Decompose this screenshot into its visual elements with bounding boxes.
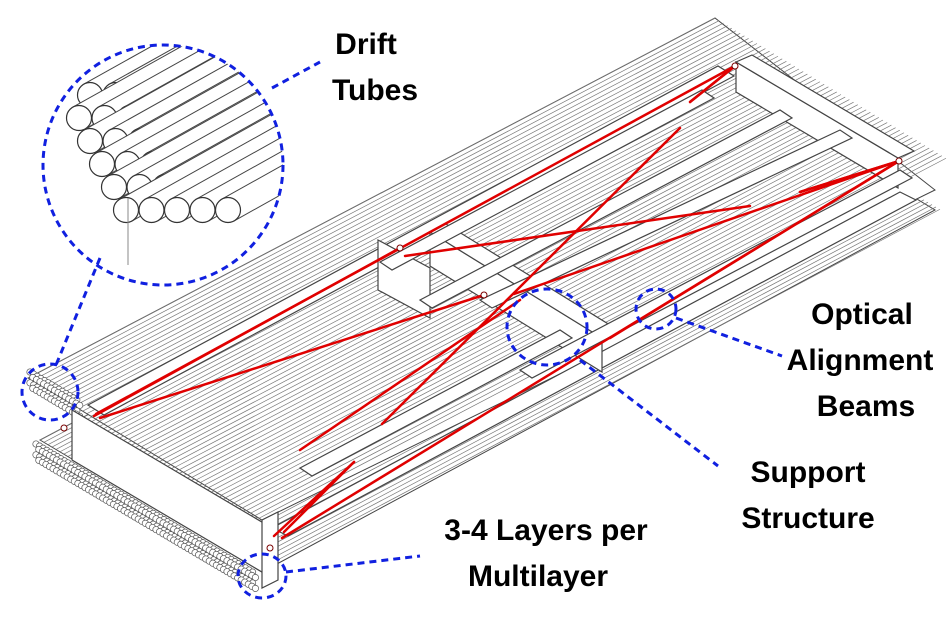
lower-tube-line bbox=[251, 204, 933, 565]
label-support-line2: Structure bbox=[741, 502, 874, 535]
cross-plate-right-top bbox=[734, 54, 916, 159]
label-support-line1: Support bbox=[751, 456, 866, 489]
inset-tube-end bbox=[138, 196, 165, 224]
alignment-beam bbox=[94, 64, 737, 416]
label-drift-tubes-line1: Drift bbox=[335, 28, 397, 61]
inset-to-tubes-leader bbox=[54, 257, 102, 366]
upper-tube-ends bbox=[26, 368, 84, 420]
tube-end-callout bbox=[20, 362, 80, 422]
alignment-beam bbox=[98, 293, 486, 420]
label-oab-line2: Alignment bbox=[787, 344, 934, 377]
inset-tube-end bbox=[100, 173, 128, 201]
alignment-beam bbox=[282, 460, 356, 534]
upper-tube-line bbox=[44, 27, 732, 389]
inset-tube-end bbox=[76, 127, 104, 155]
drift-tubes-leader bbox=[271, 60, 321, 90]
alignment-beam bbox=[688, 64, 737, 104]
upper-tube-line bbox=[65, 40, 753, 402]
inset-tube-end bbox=[112, 196, 140, 224]
label-support-structure: Support Structure bbox=[741, 456, 874, 535]
alignment-beam bbox=[298, 298, 522, 452]
callouts bbox=[20, 43, 783, 600]
inset-tube-end bbox=[214, 196, 242, 224]
label-layers-per-multilayer: 3-4 Layers per Multilayer bbox=[444, 514, 648, 593]
upper-tube-line bbox=[48, 30, 737, 392]
upper-tube-line bbox=[36, 22, 724, 384]
inner-rail-4 bbox=[298, 329, 574, 477]
alignment-beam-leader bbox=[675, 316, 783, 358]
support-structure-callout bbox=[505, 287, 589, 367]
lower-tube-line bbox=[247, 201, 929, 563]
layers-leader bbox=[285, 554, 421, 574]
inner-rail-2 bbox=[418, 109, 794, 309]
label-layers-line1: 3-4 Layers per bbox=[444, 514, 648, 547]
label-oab-line3: Beams bbox=[817, 390, 915, 423]
alignment-beam bbox=[403, 204, 752, 258]
inset-tube-end bbox=[189, 196, 216, 224]
upper-tube-line bbox=[69, 43, 758, 404]
upper-tube-line bbox=[27, 17, 716, 379]
label-optical-alignment-beams: Optical Alignment Beams bbox=[787, 298, 934, 423]
label-layers-line2: Multilayer bbox=[468, 560, 608, 593]
upper-tube-line bbox=[53, 32, 741, 394]
inset-tube-end bbox=[65, 104, 93, 132]
layers-callout bbox=[236, 552, 288, 600]
inner-rail-1 bbox=[378, 89, 716, 271]
upper-tube-line bbox=[57, 35, 745, 397]
label-oab-line1: Optical bbox=[811, 298, 913, 331]
upper-tube-line bbox=[61, 38, 749, 399]
plate-holes bbox=[60, 62, 903, 552]
inset-tube-end bbox=[88, 150, 116, 178]
alignment-beams bbox=[92, 64, 901, 540]
label-drift-tubes-line2: Tubes bbox=[332, 74, 418, 107]
label-drift-tubes: Drift Tubes bbox=[332, 28, 418, 107]
alignment-beam bbox=[608, 159, 901, 340]
upper-tube-line bbox=[40, 25, 728, 386]
inset-tube-end bbox=[163, 196, 191, 224]
upper-tube-end bbox=[76, 401, 84, 409]
lower-tube-ends bbox=[32, 440, 259, 592]
upper-tube-line bbox=[32, 20, 720, 381]
alignment-beam-callout bbox=[634, 287, 678, 331]
alignment-beam bbox=[512, 159, 901, 296]
lower-tube-line bbox=[255, 206, 937, 568]
support-structure-leader bbox=[579, 358, 719, 468]
lower-tube-end bbox=[251, 584, 259, 592]
lower-tube-line bbox=[243, 199, 925, 561]
alignment-beam bbox=[380, 126, 682, 426]
lower-tube-end bbox=[251, 573, 259, 582]
inset-callout-circle bbox=[41, 43, 285, 287]
lower-tube-line bbox=[259, 208, 941, 570]
